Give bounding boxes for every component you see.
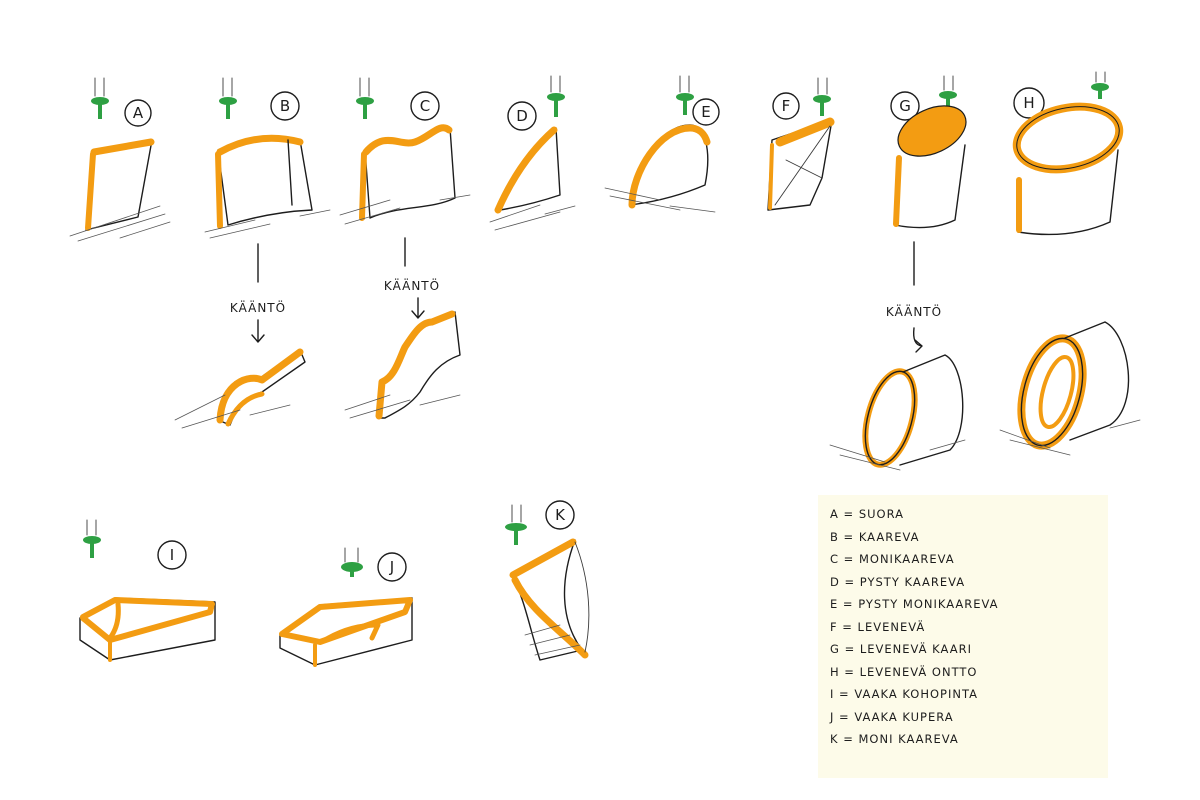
- figure-label: K: [555, 506, 566, 524]
- figure-e: E: [604, 75, 720, 213]
- label-bubble: A: [124, 99, 152, 127]
- figure-b: B: [204, 77, 331, 239]
- legend-item: F = LEVENEVÄ: [830, 619, 926, 634]
- legend-item: D = PYSTY KAAREVA: [830, 574, 966, 589]
- label-bubble: I: [157, 540, 187, 570]
- rotation-c: KÄÄNTÖ: [344, 237, 461, 420]
- arrow-down-icon: [251, 319, 265, 343]
- legend-list: A = SUORA B = KAAREVA C = MONIKAAREVA D …: [818, 495, 1108, 751]
- legend-item: B = KAAREVA: [830, 529, 920, 544]
- legend-item: E = PYSTY MONIKAAREVA: [830, 597, 999, 611]
- cutting-tool-icon: [219, 77, 237, 119]
- legend-item: C = MONIKAAREVA: [830, 552, 955, 566]
- figure-i: I: [79, 519, 216, 662]
- rotation-h: [999, 321, 1141, 456]
- label-bubble: G: [890, 91, 920, 121]
- label-bubble: H: [1013, 87, 1045, 119]
- figure-h: H: [1012, 71, 1124, 236]
- rotation-g: KÄÄNTÖ: [829, 241, 966, 471]
- figure-label: E: [701, 103, 710, 121]
- legend-item: K = MONI KAAREVA: [830, 732, 959, 746]
- legend-note: A = SUORA B = KAAREVA C = MONIKAAREVA D …: [818, 495, 1108, 778]
- figure-label: G: [899, 97, 911, 115]
- label-bubble: K: [545, 500, 575, 530]
- kaanto-label: KÄÄNTÖ: [384, 277, 440, 293]
- cutting-tool-icon: [676, 75, 694, 115]
- figure-label: C: [420, 97, 430, 115]
- cutting-tool-icon: [547, 75, 565, 117]
- legend-item: H = LEVENEVÄ ONTTO: [830, 664, 978, 679]
- label-bubble: D: [507, 101, 537, 131]
- label-bubble: E: [692, 98, 720, 126]
- figure-j: J: [279, 547, 413, 667]
- cutting-tool-icon: [91, 77, 109, 119]
- label-bubble: C: [410, 91, 440, 121]
- label-bubble: J: [377, 552, 407, 582]
- cutting-tool-icon: [356, 77, 374, 119]
- figure-label: H: [1023, 94, 1034, 112]
- label-bubble: B: [270, 91, 300, 121]
- kaanto-label: KÄÄNTÖ: [230, 299, 286, 315]
- figure-d: D: [489, 75, 576, 231]
- rotation-b: KÄÄNTÖ: [174, 243, 306, 429]
- legend-item: A = SUORA: [830, 507, 904, 521]
- cutting-tool-icon: [1091, 71, 1109, 99]
- arrow-curve-icon: [912, 327, 923, 353]
- kaanto-label: KÄÄNTÖ: [886, 303, 942, 319]
- arrow-down-icon: [411, 297, 425, 319]
- cutting-tool-icon: [83, 519, 101, 558]
- figure-k: K: [505, 500, 590, 661]
- legend-item: G = LEVENEVÄ KAARI: [830, 642, 972, 656]
- cutting-tool-icon: [341, 547, 363, 577]
- figure-a: A: [69, 77, 171, 242]
- figure-f: F: [767, 77, 835, 211]
- figure-label: I: [170, 546, 174, 564]
- legend-item: J = VAAKA KUPERA: [830, 709, 954, 724]
- legend-item: I = VAAKA KOHOPINTA: [830, 687, 978, 701]
- label-bubble: F: [772, 92, 800, 120]
- cutting-tool-icon: [813, 77, 831, 116]
- figure-label: A: [133, 104, 144, 122]
- cutting-tool-icon: [505, 504, 527, 545]
- figure-g: G: [890, 75, 967, 229]
- figure-c: C: [339, 77, 471, 225]
- figure-label: F: [782, 97, 791, 115]
- figure-label: B: [280, 97, 290, 115]
- cutting-tool-icon: [939, 75, 957, 111]
- figure-label: D: [516, 107, 528, 125]
- figure-label: J: [389, 558, 394, 576]
